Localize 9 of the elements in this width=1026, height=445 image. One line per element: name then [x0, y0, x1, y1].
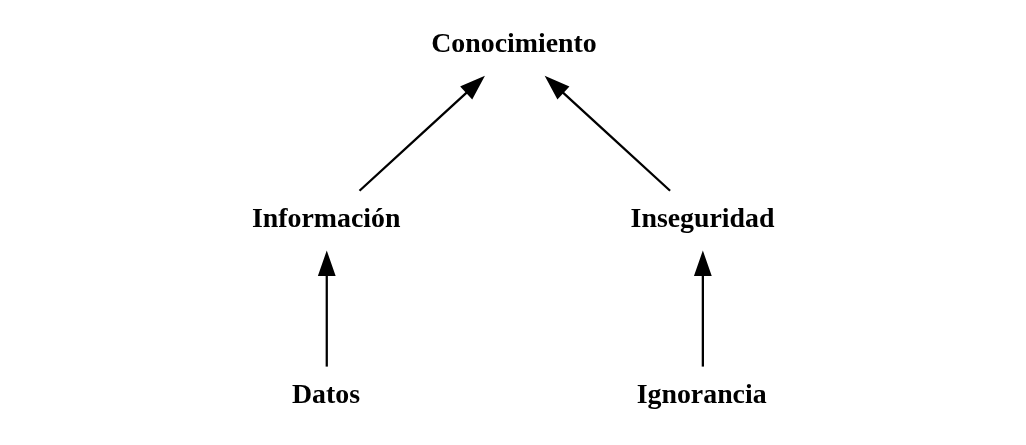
node-text: Información [251, 202, 400, 234]
arrow [317, 250, 336, 367]
node-text: Datos [291, 378, 360, 410]
arrow [544, 75, 671, 192]
node-text: Ignorancia [636, 378, 767, 410]
arrow [693, 250, 712, 367]
arrow [358, 75, 485, 192]
node-text: Inseguridad [630, 202, 775, 234]
node-text: Conocimiento [430, 26, 597, 58]
